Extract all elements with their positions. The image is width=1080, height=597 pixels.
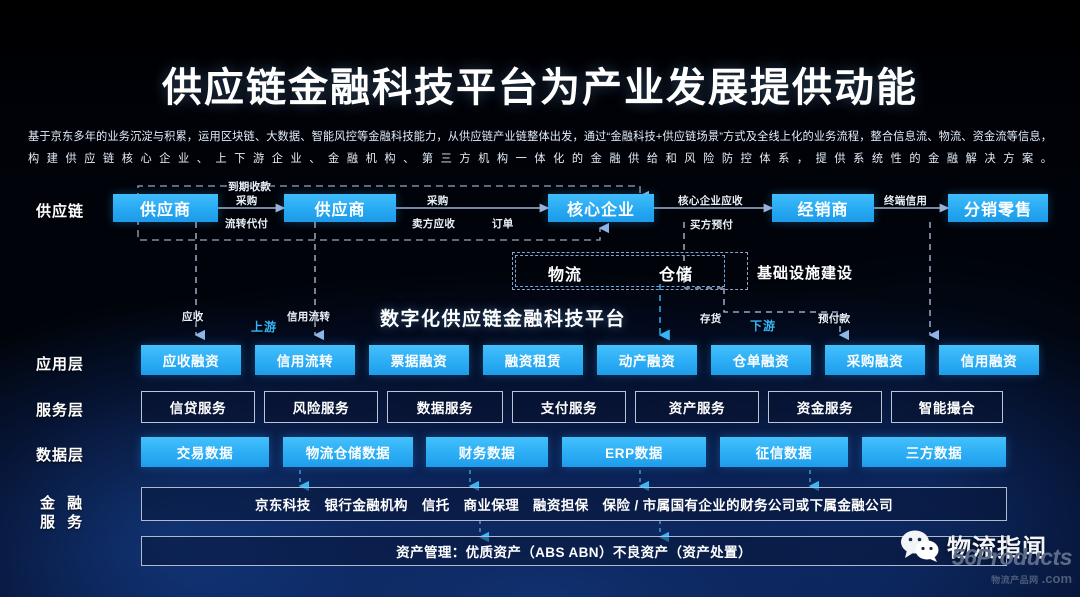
service-item-1[interactable]: 信贷服务 — [141, 391, 255, 423]
service-item-6[interactable]: 资金服务 — [768, 391, 882, 423]
watermark-brand: 物流指闻 — [900, 528, 1047, 563]
watermark-site-name: Products — [976, 544, 1072, 570]
app-item-4[interactable]: 融资租赁 — [483, 345, 583, 375]
row-label-service-layer: 服务层 — [36, 402, 85, 419]
page-title: 供应链金融科技平台为产业发展提供动能 — [162, 66, 918, 110]
supply-node-retail[interactable]: 分销零售 — [948, 194, 1048, 222]
watermark-brand-text: 物流指闻 — [947, 535, 1047, 562]
row-label-financial-line2: 服 务 — [40, 514, 87, 531]
logistics-warehouse-dashed-box — [515, 255, 725, 287]
platform-title: 数字化供应链金融科技平台 — [380, 309, 627, 330]
platform-label-downstream: 下游 — [750, 319, 777, 333]
row-label-data-layer: 数据层 — [36, 447, 85, 464]
row-label-application-layer: 应用层 — [36, 356, 85, 373]
watermark-site-tld: .com — [1041, 571, 1072, 586]
service-item-5[interactable]: 资产服务 — [635, 391, 759, 423]
app-item-6[interactable]: 仓单融资 — [711, 345, 811, 375]
financial-institutions-box[interactable]: 京东科技 银行金融机构 信托 商业保理 融资担保 保险 / 市属国有企业的财务公… — [141, 487, 1007, 521]
flow-label-seller-receivable: 卖方应收 — [412, 218, 456, 230]
data-item-2[interactable]: 物流仓储数据 — [283, 437, 413, 467]
data-item-3[interactable]: 财务数据 — [426, 437, 548, 467]
supply-node-supplier-1[interactable]: 供应商 — [113, 194, 218, 222]
platform-label-receivable: 应收 — [182, 311, 204, 323]
flow-label-buyer-prepay: 买方预付 — [690, 219, 734, 231]
supply-node-supplier-2[interactable]: 供应商 — [284, 194, 396, 222]
infrastructure-outer-dashed-box — [512, 252, 748, 290]
platform-label-upstream: 上游 — [251, 320, 278, 334]
asset-management-box[interactable]: 资产管理：优质资产（ABS ABN）不良资产（资产处置） — [141, 536, 1007, 566]
watermark-site-cn: 物流产品网 .com — [952, 568, 1072, 591]
platform-label-prepayment: 预付款 — [818, 313, 851, 325]
service-item-3[interactable]: 数据服务 — [387, 391, 503, 423]
row-label-financial-line1: 金 融 — [40, 495, 87, 512]
infrastructure-logistics-label: 物流 — [548, 267, 583, 284]
data-item-6[interactable]: 三方数据 — [862, 437, 1006, 467]
app-item-7[interactable]: 采购融资 — [825, 345, 925, 375]
flow-label-terminal-credit: 终端信用 — [884, 195, 928, 207]
data-item-5[interactable]: 征信数据 — [720, 437, 848, 467]
row-label-financial-service: 金 融 服 务 — [40, 494, 86, 532]
supply-node-distributor[interactable]: 经销商 — [772, 194, 874, 222]
watermark-site-number: 56 — [951, 544, 977, 570]
supply-node-core-enterprise[interactable]: 核心企业 — [548, 194, 654, 222]
row-label-supply-chain: 供应链 — [36, 203, 85, 220]
flow-label-purchase-2: 采购 — [427, 195, 449, 207]
service-item-4[interactable]: 支付服务 — [512, 391, 626, 423]
flow-label-core-receivable: 核心企业应收 — [678, 195, 743, 207]
app-item-1[interactable]: 应收融资 — [141, 345, 241, 375]
watermark-site: 56Products 物流产品网 .com — [951, 544, 1073, 591]
platform-label-credit-transfer: 信用流转 — [287, 311, 331, 323]
flow-label-order: 订单 — [492, 218, 514, 230]
app-item-5[interactable]: 动产融资 — [597, 345, 697, 375]
page-description: 基于京东多年的业务沉淀与积累，运用区块链、大数据、智能风控等金融科技能力，从供应… — [28, 131, 1052, 165]
app-item-8[interactable]: 信用融资 — [939, 345, 1039, 375]
app-item-3[interactable]: 票据融资 — [369, 345, 469, 375]
wechat-icon — [900, 529, 940, 563]
flow-label-purchase-1: 采购 — [236, 195, 258, 207]
watermark-site-cn-text: 物流产品网 — [991, 575, 1039, 585]
service-item-7[interactable]: 智能撮合 — [891, 391, 1003, 423]
data-item-4[interactable]: ERP数据 — [562, 437, 706, 467]
platform-label-inventory: 存货 — [700, 313, 722, 325]
flow-label-transfer-payment: 流转代付 — [225, 218, 269, 230]
app-item-2[interactable]: 信用流转 — [255, 345, 355, 375]
service-item-2[interactable]: 风险服务 — [264, 391, 378, 423]
infrastructure-construction-label: 基础设施建设 — [757, 265, 854, 282]
data-item-1[interactable]: 交易数据 — [141, 437, 269, 467]
infrastructure-warehouse-label: 仓储 — [659, 267, 694, 284]
flow-label-due-collection: 到期收款 — [228, 181, 272, 193]
